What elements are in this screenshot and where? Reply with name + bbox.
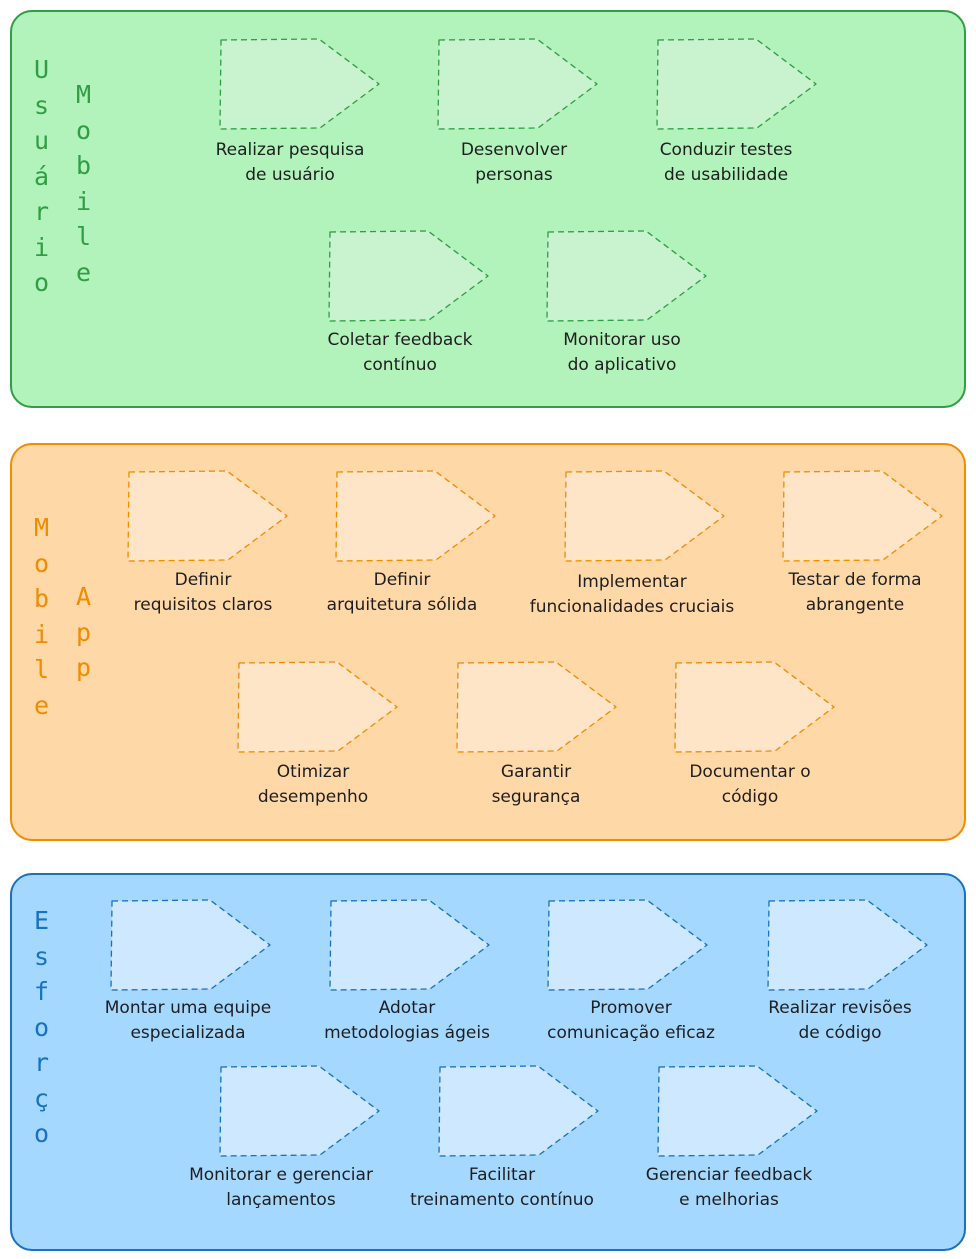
step-label-line: arquitetura sólida xyxy=(326,595,478,615)
mobile-app-step-label-7: Documentar o código xyxy=(630,760,870,810)
step-label-line: código xyxy=(721,787,779,807)
esforco-step-label-4: Realizar revisões de código xyxy=(720,996,960,1046)
step-label-line: metodologias ágeis xyxy=(324,1023,490,1043)
step-label-line: de usabilidade xyxy=(663,165,789,185)
esforco-step-label-2: Adotar metodologias ágeis xyxy=(287,996,527,1046)
step-label-line: treinamento contínuo xyxy=(410,1190,594,1210)
step-label-line: personas xyxy=(475,165,553,185)
esforco-step-label-3: Promover comunicação eficaz xyxy=(511,996,751,1046)
mobile-app-step-shape-4 xyxy=(782,470,943,562)
mobile-app-step-label-3: Implementar funcionalidades cruciais xyxy=(512,570,752,620)
step-label-line: funcionalidades cruciais xyxy=(529,597,735,617)
step-label-line: Garantir xyxy=(500,762,572,782)
step-label-line: Conduzir testes xyxy=(659,140,793,160)
step-label-line: Otimizar xyxy=(276,762,350,782)
mobile-app-step-label-2: Definir arquitetura sólida xyxy=(282,568,522,618)
step-label-line: Definir xyxy=(373,570,431,590)
esforco-step-label-6: Facilitar treinamento contínuo xyxy=(382,1163,622,1213)
step-label-line: Realizar pesquisa xyxy=(215,140,365,160)
mobile-app-step-shape-5 xyxy=(237,661,398,753)
step-label-line: de código xyxy=(798,1023,882,1043)
mobile-app-step-label-1: Definir requisitos claros xyxy=(83,568,323,618)
mobile-app-step-shape-1 xyxy=(127,470,288,562)
mobile-app-step-shape-2 xyxy=(335,470,496,562)
step-label-line: Documentar o xyxy=(689,762,811,782)
esforco-step-shape-4 xyxy=(767,899,928,991)
step-label-line: Promover xyxy=(590,998,672,1018)
esforco-step-shape-1 xyxy=(110,899,271,991)
step-label-line: desempenho xyxy=(257,787,369,807)
mobile-app-step-label-5: Otimizar desempenho xyxy=(193,760,433,810)
esforco-step-shape-2 xyxy=(329,899,490,991)
step-label-line: Definir xyxy=(174,570,232,590)
mobile-app-step-label-4: Testar de forma abrangente xyxy=(735,568,975,618)
step-label-line: requisitos claros xyxy=(133,595,273,615)
step-label-line: abrangente xyxy=(805,595,905,615)
usuario-step-label-4: Coletar feedback contínuo xyxy=(280,328,520,378)
step-label-line: Monitorar uso xyxy=(563,330,681,350)
step-label-line: Adotar xyxy=(378,998,436,1018)
usuario-step-label-5: Monitorar uso do aplicativo xyxy=(502,328,742,378)
mobile-app-step-shape-7 xyxy=(674,661,835,753)
step-label-line: comunicação eficaz xyxy=(547,1023,715,1043)
step-label-line: do aplicativo xyxy=(567,355,677,375)
step-label-line: Coletar feedback xyxy=(327,330,473,350)
step-label-line: de usuário xyxy=(245,165,335,185)
esforco-step-label-7: Gerenciar feedback e melhorias xyxy=(609,1163,849,1213)
step-label-line: e melhorias xyxy=(679,1190,779,1210)
step-label-line: Monitorar e gerenciar xyxy=(189,1165,373,1185)
step-label-line: Realizar revisões xyxy=(768,998,912,1018)
usuario-step-label-3: Conduzir testes de usabilidade xyxy=(606,138,846,188)
mobile-app-step-label-6: Garantir segurança xyxy=(416,760,656,810)
esforco-step-label-5: Monitorar e gerenciar lançamentos xyxy=(161,1163,401,1213)
usuario-step-label-2: Desenvolver personas xyxy=(394,138,634,188)
step-label-line: Facilitar xyxy=(468,1165,536,1185)
usuario-step-shape-3 xyxy=(656,38,817,130)
usuario-step-shape-2 xyxy=(437,38,598,130)
step-label-line: segurança xyxy=(491,787,581,807)
step-label-line: contínuo xyxy=(363,355,437,375)
usuario-step-shape-4 xyxy=(328,230,489,322)
esforco-step-shape-7 xyxy=(657,1065,818,1157)
usuario-step-shape-1 xyxy=(219,38,380,130)
usuario-step-label-1: Realizar pesquisa de usuário xyxy=(170,138,410,188)
esforco-step-shape-6 xyxy=(438,1065,599,1157)
step-label-line: Montar uma equipe xyxy=(104,998,272,1018)
step-label-line: lançamentos xyxy=(226,1190,336,1210)
mobile-app-step-shape-3 xyxy=(564,470,725,562)
mobile-app-step-shape-6 xyxy=(456,661,617,753)
usuario-step-shape-5 xyxy=(546,230,707,322)
step-label-line: Desenvolver xyxy=(460,140,568,160)
esforco-step-shape-3 xyxy=(547,899,708,991)
esforco-step-shape-5 xyxy=(219,1065,380,1157)
step-label-line: especializada xyxy=(130,1023,246,1043)
step-label-line: Testar de forma xyxy=(788,570,922,590)
step-label-line: Gerenciar feedback xyxy=(645,1165,813,1185)
esforco-step-label-1: Montar uma equipe especializada xyxy=(68,996,308,1046)
step-label-line: Implementar xyxy=(577,572,687,592)
